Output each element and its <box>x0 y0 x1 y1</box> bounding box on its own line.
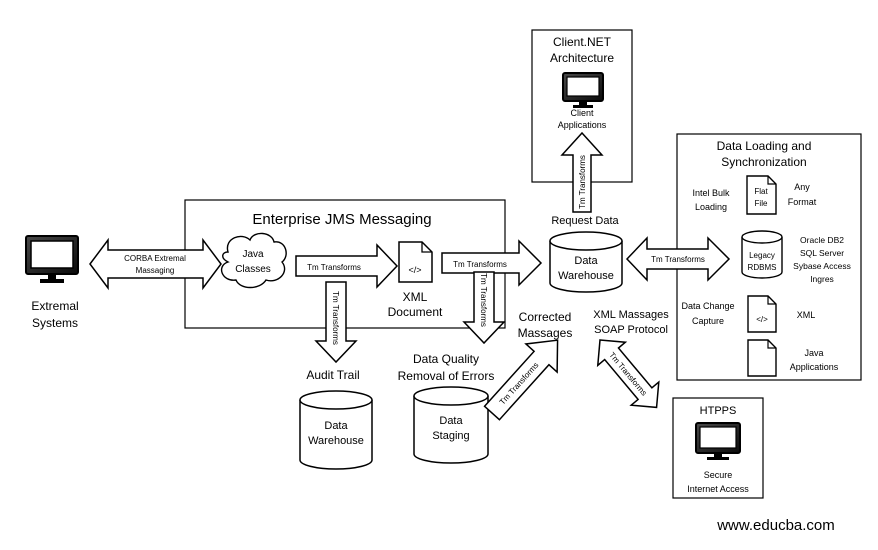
intel-bulk-label-1: Intel Bulk <box>692 188 730 198</box>
oracle-label-3: Sybase Access <box>793 261 851 271</box>
transform-arrow-quality <box>462 271 506 345</box>
transform-arrow-https: Tm Transforms <box>596 339 660 409</box>
database-cylinder-icon <box>299 390 373 470</box>
data-staging-label-1: Data <box>439 415 463 427</box>
monitor-icon <box>25 235 79 283</box>
xml-document-label-2: Document <box>388 305 443 319</box>
client-apps-label-2: Applications <box>558 120 607 130</box>
client-apps-label-1: Client <box>570 108 594 118</box>
oracle-label-2: SQL Server <box>800 248 844 258</box>
java-classes-label-2: Classes <box>235 264 271 275</box>
intel-bulk-label-2: Loading <box>695 202 727 212</box>
java-classes-cloud <box>220 232 287 289</box>
database-cylinder-icon <box>413 386 489 464</box>
audit-warehouse-label-2: Warehouse <box>308 435 364 447</box>
corba-label-2: Massaging <box>136 266 175 275</box>
legacy-rdbms-label-1: Legacy <box>749 251 775 260</box>
corba-double-arrow <box>89 237 222 291</box>
svg-text:</>: </> <box>756 315 768 324</box>
monitor-icon <box>562 72 604 108</box>
flat-file-label-1: Flat <box>754 187 768 196</box>
oracle-label-1: Oracle DB2 <box>800 235 844 245</box>
transform-label-audit: Tm Transforms <box>331 291 340 345</box>
audit-trail-label: Audit Trail <box>306 368 359 382</box>
watermark: www.educba.com <box>716 517 835 534</box>
transform-arrow-audit <box>314 281 358 364</box>
svg-text:</>: </> <box>408 265 421 275</box>
transform-label-java-xml: Tm Transforms <box>307 263 361 272</box>
any-format-label-2: Format <box>788 197 817 207</box>
audit-warehouse-label-1: Data <box>324 420 348 432</box>
xml-soap-label-1: XML Massages <box>593 309 669 321</box>
transform-label-https: Tm Transforms <box>607 351 648 398</box>
data-quality-label-1: Data Quality <box>413 352 479 366</box>
monitor-icon <box>695 422 741 460</box>
legacy-rdbms-label-2: RDBMS <box>748 263 777 272</box>
extremal-systems-label-2: Systems <box>32 316 78 330</box>
blank-document-icon <box>746 175 777 215</box>
corrected-label-1: Corrected <box>519 310 572 324</box>
transform-label-xml-warehouse: Tm Transforms <box>453 260 507 269</box>
central-warehouse-label-2: Warehouse <box>558 270 614 282</box>
oracle-label-4: Ingres <box>810 274 834 284</box>
central-warehouse-label-1: Data <box>574 255 598 267</box>
https-label-1: Secure <box>704 470 733 480</box>
xml-source-label: XML <box>797 310 816 320</box>
https-title: HTPPS <box>700 405 737 417</box>
code-document-icon: </> <box>398 241 433 283</box>
java-apps-label-1: Java <box>804 348 823 358</box>
https-box <box>672 397 764 499</box>
data-quality-label-2: Removal of Errors <box>398 369 495 383</box>
extremal-systems-label-1: Extremal <box>31 299 78 313</box>
corba-label-1: CORBA Extremal <box>124 254 186 263</box>
client-net-title-1: Client.NET <box>553 35 612 49</box>
java-apps-label-2: Applications <box>790 362 839 372</box>
blank-document-icon <box>747 339 777 377</box>
data-staging-label-2: Staging <box>432 430 469 442</box>
corrected-label-2: Massages <box>518 326 573 340</box>
any-format-label-1: Any <box>794 182 810 192</box>
transform-label-loading: Tm Transforms <box>651 255 705 264</box>
flat-file-label-2: File <box>755 199 768 208</box>
transform-arrow-java-xml <box>295 243 399 289</box>
data-loading-title-1: Data Loading and <box>717 139 812 153</box>
database-cylinder-icon <box>549 231 623 293</box>
java-classes-label-1: Java <box>242 249 264 260</box>
transform-arrow-loading <box>625 236 731 282</box>
xml-document-label-1: XML <box>403 290 428 304</box>
database-cylinder-icon <box>741 230 783 279</box>
transform-arrow-request <box>560 131 604 213</box>
client-net-title-2: Architecture <box>550 51 614 65</box>
data-change-capture-label-2: Capture <box>692 316 724 326</box>
xml-soap-label-2: SOAP Protocol <box>594 324 668 336</box>
transform-arrow-xml-warehouse <box>441 239 543 287</box>
data-loading-title-2: Synchronization <box>721 155 806 169</box>
enterprise-jms-title: Enterprise JMS Messaging <box>252 211 431 228</box>
code-document-icon: </> <box>747 295 777 333</box>
transform-label-request: Tm Transforms <box>578 155 587 209</box>
request-data-label: Request Data <box>551 215 619 227</box>
transform-label-quality: Tm Transforms <box>479 273 488 327</box>
data-change-capture-label-1: Data Change <box>681 301 734 311</box>
https-label-2: Internet Access <box>687 484 749 494</box>
